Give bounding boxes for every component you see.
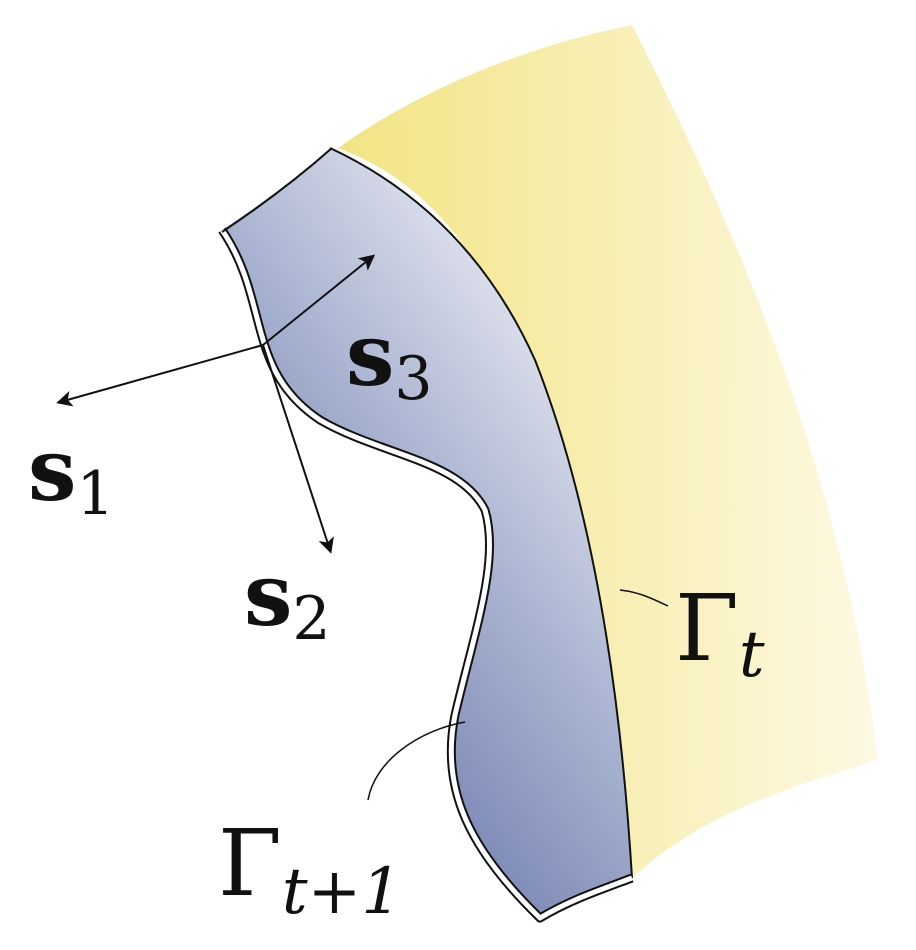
top-edge (221, 147, 333, 233)
label-s2: s2 (244, 545, 331, 654)
gamma-t1-boundary-inner (219, 228, 633, 921)
inner-region (222, 148, 632, 918)
gamma-t-boundary (329, 147, 633, 879)
gamma-t1-leader (367, 721, 466, 801)
label-s3: s3 (346, 305, 433, 414)
vector-s2-arrow (262, 344, 334, 554)
label-s1: s1 (28, 420, 115, 529)
label-gamma-t: Γt (675, 575, 765, 692)
vector-s1-arrow (56, 344, 264, 407)
outer-region (338, 25, 878, 878)
gamma-t-leader (619, 589, 669, 607)
label-gamma-t1: Γt+1 (218, 810, 402, 929)
vector-s3-arrow (262, 254, 376, 346)
